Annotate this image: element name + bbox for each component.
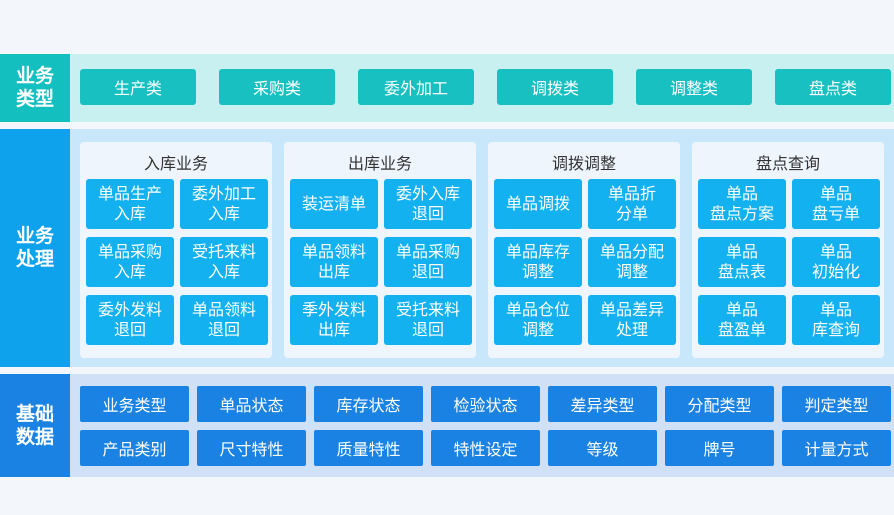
base-item[interactable]: 牌号 <box>665 430 774 466</box>
process-item[interactable]: 单品库存调整 <box>494 237 582 287</box>
type-stocktake[interactable]: 盘点类 <box>775 69 891 105</box>
base-item[interactable]: 产品类别 <box>80 430 189 466</box>
process-item[interactable]: 单品盘点表 <box>698 237 786 287</box>
base-data-panel: 业务类型 单品状态 库存状态 检验状态 差异类型 分配类型 判定类型 产品类别 … <box>70 374 894 477</box>
base-item[interactable]: 尺寸特性 <box>197 430 306 466</box>
process-item[interactable]: 单品采购退回 <box>384 237 472 287</box>
base-item[interactable]: 等级 <box>548 430 657 466</box>
business-type-row: 业务类型 生产类 采购类 委外加工 调拨类 调整类 盘点类 <box>0 54 894 122</box>
business-process-panel: 入库业务 单品生产入库 委外加工入库 单品采购入库 受托来料入库 委外发料退回 … <box>70 129 894 367</box>
base-data-row: 基础数据 业务类型 单品状态 库存状态 检验状态 差异类型 分配类型 判定类型 … <box>0 374 894 477</box>
base-item[interactable]: 检验状态 <box>431 386 540 422</box>
base-data-label: 基础数据 <box>0 374 70 477</box>
process-item[interactable]: 单品盘亏单 <box>792 179 880 229</box>
process-item[interactable]: 单品领料出库 <box>290 237 378 287</box>
process-item[interactable]: 单品差异处理 <box>588 295 676 345</box>
process-item[interactable]: 受托来料退回 <box>384 295 472 345</box>
process-item[interactable]: 单品调拨 <box>494 179 582 229</box>
group-title: 调拨调整 <box>551 154 616 173</box>
group-stocktake-query: 盘点查询 单品盘点方案 单品盘亏单 单品盘点表 单品初始化 单品盘盈单 单品库查… <box>692 142 884 358</box>
type-outsourcing[interactable]: 委外加工 <box>358 69 474 105</box>
type-transfer[interactable]: 调拨类 <box>497 69 613 105</box>
base-item[interactable]: 特性设定 <box>431 430 540 466</box>
group-title: 出库业务 <box>347 154 412 173</box>
process-item[interactable]: 受托来料入库 <box>180 237 268 287</box>
process-item[interactable]: 装运清单 <box>290 179 378 229</box>
process-item[interactable]: 单品分配调整 <box>588 237 676 287</box>
process-item[interactable]: 单品折分单 <box>588 179 676 229</box>
process-item[interactable]: 季外发料出库 <box>290 295 378 345</box>
business-process-row: 业务处理 入库业务 单品生产入库 委外加工入库 单品采购入库 受托来料入库 委外… <box>0 129 894 367</box>
process-item[interactable]: 单品仓位调整 <box>494 295 582 345</box>
process-item[interactable]: 单品盘点方案 <box>698 179 786 229</box>
group-title: 入库业务 <box>143 154 208 173</box>
group-transfer-adjust: 调拨调整 单品调拨 单品折分单 单品库存调整 单品分配调整 单品仓位调整 单品差… <box>488 142 680 358</box>
business-process-label: 业务处理 <box>0 129 70 367</box>
process-item[interactable]: 单品盘盈单 <box>698 295 786 345</box>
process-item[interactable]: 单品领料退回 <box>180 295 268 345</box>
business-type-label: 业务类型 <box>0 54 70 122</box>
process-item[interactable]: 委外发料退回 <box>86 295 174 345</box>
process-item[interactable]: 单品库查询 <box>792 295 880 345</box>
process-item[interactable]: 单品初始化 <box>792 237 880 287</box>
process-item[interactable]: 委外入库退回 <box>384 179 472 229</box>
group-inbound: 入库业务 单品生产入库 委外加工入库 单品采购入库 受托来料入库 委外发料退回 … <box>80 142 272 358</box>
base-item[interactable]: 判定类型 <box>782 386 891 422</box>
group-title: 盘点查询 <box>755 154 820 173</box>
business-type-panel: 生产类 采购类 委外加工 调拨类 调整类 盘点类 <box>70 54 894 122</box>
process-item[interactable]: 委外加工入库 <box>180 179 268 229</box>
type-production[interactable]: 生产类 <box>80 69 196 105</box>
process-item[interactable]: 单品生产入库 <box>86 179 174 229</box>
type-adjustment[interactable]: 调整类 <box>636 69 752 105</box>
base-item[interactable]: 质量特性 <box>314 430 423 466</box>
base-item[interactable]: 计量方式 <box>782 430 891 466</box>
type-purchase[interactable]: 采购类 <box>219 69 335 105</box>
base-item[interactable]: 分配类型 <box>665 386 774 422</box>
base-item[interactable]: 业务类型 <box>80 386 189 422</box>
group-outbound: 出库业务 装运清单 委外入库退回 单品领料出库 单品采购退回 季外发料出库 受托… <box>284 142 476 358</box>
base-item[interactable]: 单品状态 <box>197 386 306 422</box>
base-item[interactable]: 差异类型 <box>548 386 657 422</box>
process-item[interactable]: 单品采购入库 <box>86 237 174 287</box>
base-item[interactable]: 库存状态 <box>314 386 423 422</box>
